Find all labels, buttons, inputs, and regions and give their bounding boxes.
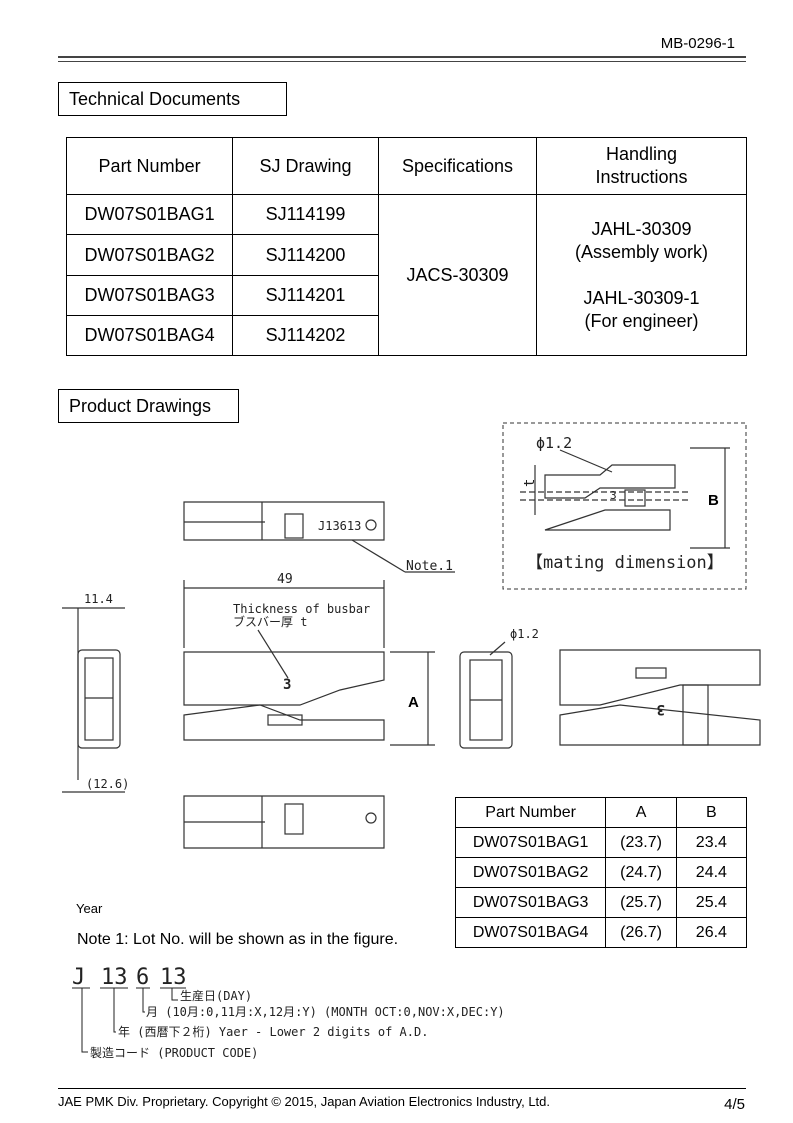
handling-engineer-code: JAHL-30309-1 [583,287,700,308]
product-drawings-heading: Product Drawings [58,389,239,423]
a-value-cell: (23.7) [605,827,677,858]
header-part-number: Part Number [454,797,607,828]
lot-code-day-desc: 生産日(DAY) [180,988,252,1003]
lot-code-year-chars: 13 [101,965,128,990]
document-id: MB-0296-1 [660,35,735,52]
table-row: DW07S01BAG1 SJ114199 JACS-30309 JAHL-303… [65,194,747,356]
part-number-cell: DW07S01BAG4 [65,315,234,356]
b-value-cell: 25.4 [675,887,748,918]
dimension-49: 49 [277,572,293,587]
table-header-row: Part Number SJ Drawing Specifications Ha… [65,137,747,195]
mating-dimension-detail: ϕ1.2 t 3 B 【mating dimension】 [502,422,747,590]
busbar-thickness-label: Thickness of busbar [233,602,370,616]
header-b: B [675,797,748,828]
lot-code-day-chars: 13 [160,965,187,990]
part-number-cell: DW07S01BAG1 [65,194,234,235]
front-view: 3 A [183,651,435,746]
lot-code-month-char: 6 [136,965,149,990]
dimension-11-4: 11.4 [84,592,113,606]
a-value-cell: (26.7) [605,917,677,948]
technical-documents-heading: Technical Documents [58,82,287,116]
note-1: Note 1: Lot No. will be shown as in the … [77,931,399,948]
lot-code-year-desc: 年 (西暦下２桁) Yaer - Lower 2 digits of A.D. [118,1025,428,1039]
header-rule [58,56,746,58]
part-number-cell: DW07S01BAG3 [65,275,234,316]
note-reference: Note.1 [406,559,453,574]
header-sj-drawing: SJ Drawing [232,137,379,195]
header-handling-instructions: Handling Instructions [536,137,747,195]
mating-mark-3: 3 [610,489,617,502]
b-value-cell: 24.4 [675,857,748,888]
lot-code-product-desc: 製造コード (PRODUCT CODE) [90,1046,258,1060]
right-side-view: ϕ1.2 [459,627,539,749]
table-row: DW07S01BAG2 SJ114200 [65,234,747,276]
lot-code-product-char: J [72,965,85,990]
table-row: DW07S01BAG3 SJ114201 [65,275,747,316]
lot-code-month-desc: 月 (10月:0,11月:X,12月:Y) (MONTH OCT:0,NOV:X… [146,1005,505,1019]
lot-code-diagram: J 13 6 13 生産日(DAY) 月 (10月:0,11月:X,12月:Y)… [72,965,505,1060]
dimension-table: Part Number A B DW07S01BAG1 (23.7) 23.4 … [454,797,748,948]
product-drawings-figure: ϕ1.2 t 3 B 【mating dimension】 J13613 Not… [62,422,761,849]
handling-assembly-note: (Assembly work) [575,241,709,262]
sj-drawing-cell: SJ114202 [232,315,379,356]
table-row: DW07S01BAG3 (25.7) 25.4 [454,887,748,918]
header-specifications: Specifications [377,137,538,195]
mating-caption: 【mating dimension】 [526,553,724,573]
rear-view: 3 [559,649,761,746]
part-number-cell: DW07S01BAG1 [454,827,607,858]
rear-mark-3: 3 [657,701,665,717]
top-view: J13613 Note.1 [183,501,455,574]
side-phi-label: ϕ1.2 [510,627,539,641]
part-number-cell: DW07S01BAG3 [454,887,607,918]
busbar-thickness-label-jp: ブスバー厚 t [233,614,307,629]
dimension-a-label: A [408,694,419,711]
part-number-cell: DW07S01BAG2 [65,234,234,276]
a-value-cell: (24.7) [605,857,677,888]
specifications-cell: JACS-30309 [377,194,538,356]
b-value-cell: 23.4 [675,827,748,858]
page-number: 4/5 [724,1096,745,1113]
dimension-12-6: (12.6) [86,777,129,791]
mating-phi-label: ϕ1.2 [536,434,572,452]
header-a: A [605,797,677,828]
table-row: DW07S01BAG2 (24.7) 24.4 [454,857,748,888]
handling-assembly-code: JAHL-30309 [591,218,692,239]
b-value-cell: 26.4 [675,917,748,948]
part-number-cell: DW07S01BAG2 [454,857,607,888]
header-part-number: Part Number [65,137,234,195]
table-row: DW07S01BAG1 (23.7) 23.4 [454,827,748,858]
sj-drawing-cell: SJ114200 [232,234,379,276]
technical-documents-table: Part Number SJ Drawing Specifications Ha… [65,137,747,356]
left-side-view: 11.4 (12.6) [62,592,129,793]
table-header-row: Part Number A B [454,797,748,828]
front-mark-3: 3 [283,677,291,693]
mating-t-label: t [522,479,538,487]
footer-rule [58,1088,746,1089]
lot-marking-text: J13613 [318,519,361,533]
sj-drawing-cell: SJ114199 [232,194,379,235]
table-row: DW07S01BAG4 SJ114202 [65,315,747,356]
year-label: Year [76,901,103,916]
header-rule-thin [58,61,746,62]
handling-instructions-cell: JAHL-30309 (Assembly work) JAHL-30309-1 … [536,194,747,356]
sj-drawing-cell: SJ114201 [232,275,379,316]
bottom-view [183,795,385,849]
table-row: DW07S01BAG4 (26.7) 26.4 [454,917,748,948]
footer-copyright: JAE PMK Div. Proprietary. Copyright © 20… [58,1094,551,1109]
handling-engineer-note: (For engineer) [584,310,699,331]
mating-b-label: B [708,492,719,509]
a-value-cell: (25.7) [605,887,677,918]
part-number-cell: DW07S01BAG4 [454,917,607,948]
